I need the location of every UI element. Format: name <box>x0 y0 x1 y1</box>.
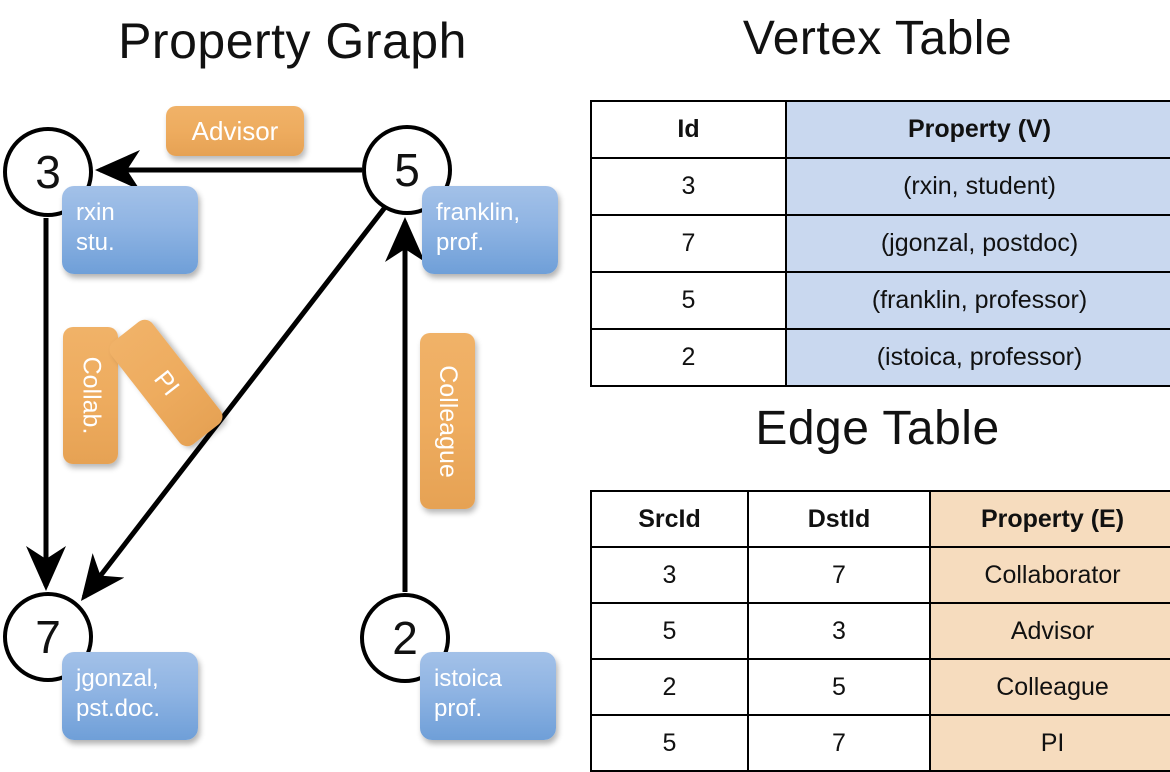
edge-cell-property: Collaborator <box>929 546 1170 604</box>
graph-edges-layer <box>26 150 425 601</box>
vertex-property-box-7: jgonzal, pst.doc. <box>62 652 198 740</box>
graph-node-3-label: 3 <box>35 146 61 198</box>
vertex-cell-id: 2 <box>590 328 787 387</box>
edge-cell-property: Advisor <box>929 602 1170 660</box>
graph-node-7-label: 7 <box>35 611 61 663</box>
vertex-cell-property: (jgonzal, postdoc) <box>785 214 1170 273</box>
edge-table-header-property: Property (E) <box>929 490 1170 548</box>
edge-cell-srcid: 2 <box>590 658 749 716</box>
vertex-cell-property: (franklin, professor) <box>785 271 1170 330</box>
edge-label-collab-text: Collab. <box>77 356 106 435</box>
vertex-table: Id Property (V) 3 (rxin, student) 7 (jgo… <box>590 100 1170 387</box>
table-row: 3 7 Collaborator <box>590 546 1170 604</box>
edge-cell-property: Colleague <box>929 658 1170 716</box>
table-row: 5 3 Advisor <box>590 602 1170 660</box>
edge-label-box-advisor: Advisor <box>166 106 304 156</box>
page-title-property-graph: Property Graph <box>118 13 467 69</box>
edge-table-header-dstid: DstId <box>747 490 931 548</box>
edge-label-colleague-text: Colleague <box>434 364 462 478</box>
edge-cell-dstid: 7 <box>747 546 931 604</box>
edge-5-to-7 <box>80 204 388 601</box>
vertex-property-box-2: istoica prof. <box>420 652 556 740</box>
vertex-table-header-row: Id Property (V) <box>590 100 1170 159</box>
table-row: 3 (rxin, student) <box>590 157 1170 216</box>
table-row: 2 (istoica, professor) <box>590 328 1170 387</box>
vertex-cell-id: 7 <box>590 214 787 273</box>
table-row: 2 5 Colleague <box>590 658 1170 716</box>
vertex-table-header-property: Property (V) <box>785 100 1170 159</box>
graph-node-5[interactable]: 5 <box>362 125 452 215</box>
vertex-property-box-5: franklin, prof. <box>422 186 558 274</box>
table-row: 7 (jgonzal, postdoc) <box>590 214 1170 273</box>
vertex-cell-id: 3 <box>590 157 787 216</box>
edge-label-advisor-text: Advisor <box>191 115 279 146</box>
edge-cell-dstid: 3 <box>747 602 931 660</box>
edge-cell-srcid: 5 <box>590 714 749 772</box>
vertex-property-box-3: rxin stu. <box>62 186 198 274</box>
edge-cell-srcid: 3 <box>590 546 749 604</box>
vertex-cell-id: 5 <box>590 271 787 330</box>
edge-label-box-colleague: Colleague <box>420 333 475 509</box>
table-row: 5 7 PI <box>590 714 1170 772</box>
page-title-vertex-table: Vertex Table <box>742 12 1013 65</box>
page-title-edge-table: Edge Table <box>755 402 1000 455</box>
edge-label-pi-text: PI <box>148 364 185 401</box>
graph-node-5-label: 5 <box>394 144 420 196</box>
vertex-table-header-id: Id <box>590 100 787 159</box>
property-graph-diagram: 3 5 7 2 rxin stu. franklin, prof. jgonza… <box>0 0 585 760</box>
edge-cell-dstid: 7 <box>747 714 931 772</box>
edge-table: SrcId DstId Property (E) 3 7 Collaborato… <box>590 490 1170 772</box>
graph-node-2-label: 2 <box>392 612 418 664</box>
edge-cell-property: PI <box>929 714 1170 772</box>
edge-table-header-srcid: SrcId <box>590 490 749 548</box>
vertex-cell-property: (rxin, student) <box>785 157 1170 216</box>
edge-cell-srcid: 5 <box>590 602 749 660</box>
vertex-cell-property: (istoica, professor) <box>785 328 1170 387</box>
table-row: 5 (franklin, professor) <box>590 271 1170 330</box>
edge-cell-dstid: 5 <box>747 658 931 716</box>
edge-table-header-row: SrcId DstId Property (E) <box>590 490 1170 548</box>
graph-node-2[interactable]: 2 <box>360 593 450 683</box>
